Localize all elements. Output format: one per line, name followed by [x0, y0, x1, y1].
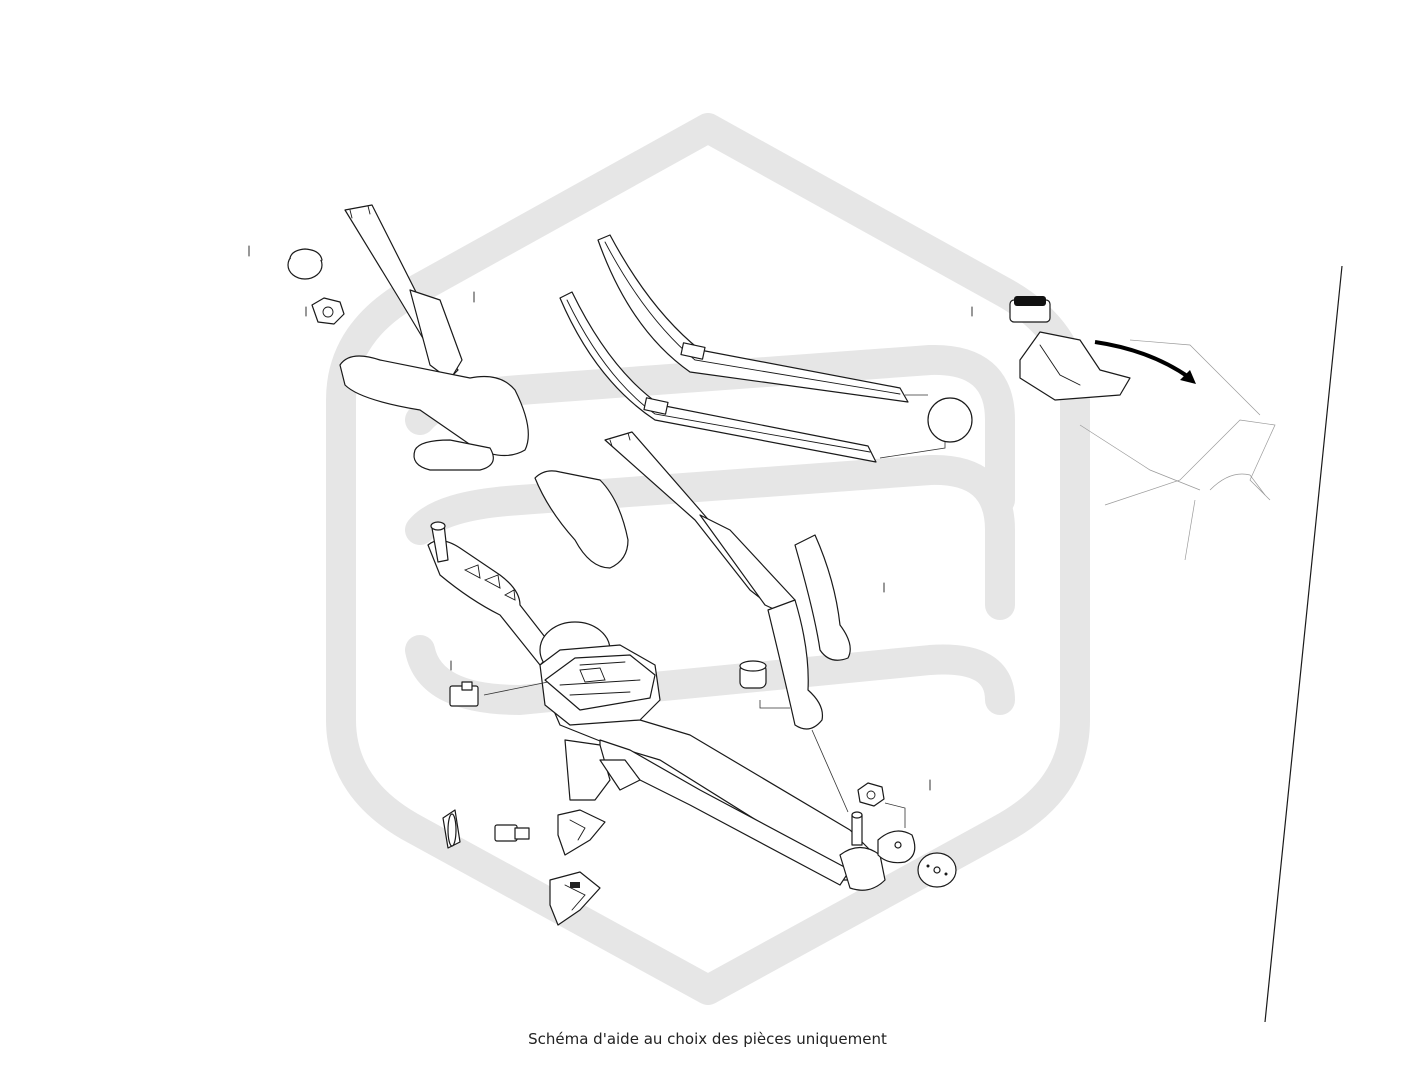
spindle-right — [811, 729, 886, 891]
wiper-arm-left — [344, 204, 463, 381]
spindle-cap-left — [287, 248, 323, 280]
car-outline — [1079, 339, 1276, 561]
wiper-blade-short — [559, 291, 877, 463]
spindle-nut-left — [311, 297, 345, 325]
bolt — [494, 824, 530, 842]
arm-cover-right — [767, 534, 851, 730]
mounting-bracket-upper — [557, 809, 606, 856]
rubber-grommet-left — [442, 809, 461, 849]
page-divider — [1264, 265, 1343, 1023]
connector-plug — [449, 681, 479, 707]
spindle-cap-right — [877, 802, 916, 864]
watermark-wave-bottom — [405, 635, 1015, 715]
rubber-grommet-center — [739, 660, 790, 709]
arrow-head-icon — [1180, 370, 1196, 384]
wiper-blade-long — [597, 234, 909, 403]
reference-ticks — [248, 245, 973, 791]
wiper-arm-right — [604, 431, 796, 613]
spindle-nut-right — [857, 782, 885, 807]
blade-callout — [879, 394, 973, 459]
mounting-bracket-lower — [549, 871, 601, 926]
wiper-motor — [483, 621, 661, 726]
arm-cover-left — [339, 355, 529, 471]
diagram-caption: Schéma d'aide au choix des pièces unique… — [528, 1030, 887, 1048]
direction-arrow — [1094, 340, 1192, 380]
arm-cover-center — [534, 470, 629, 569]
wiper-linkage — [427, 521, 871, 886]
washer-jet-clip — [1009, 296, 1131, 401]
spindle-washer — [917, 852, 957, 888]
watermark-wave-middle — [405, 454, 1015, 620]
